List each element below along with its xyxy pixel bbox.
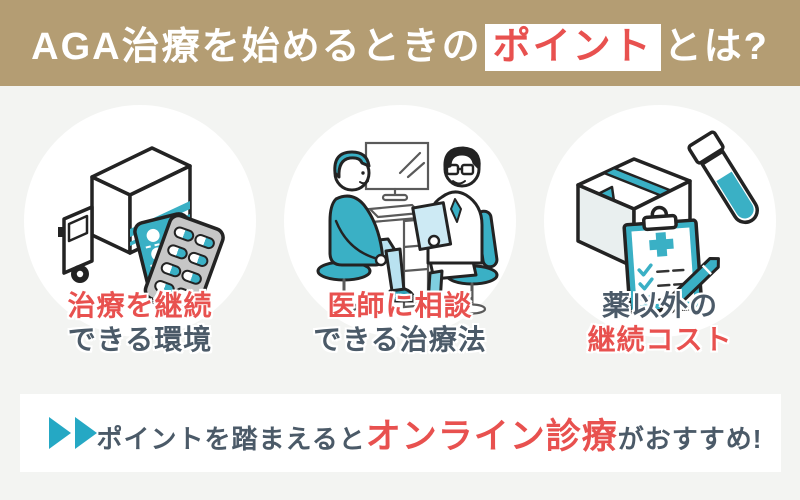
- doctor-figure: [411, 146, 499, 315]
- recommendation-tail: がおすすめ!: [617, 423, 763, 454]
- point-label-line1: 治療を継続: [67, 290, 213, 321]
- doctor-consultation-illustration: [316, 141, 499, 315]
- recommendation-lead: ポイントを踏まえると: [96, 423, 366, 454]
- test-tube-icon: [687, 130, 759, 224]
- double-chevron-right-icon: [46, 415, 102, 451]
- point-label-line1: 医師に相談: [327, 290, 473, 321]
- content-area: 治療を継続 できる環境 医師に相談 できる治療法 薬以外の 継続コスト ポイント…: [0, 86, 800, 500]
- point-card-doctor-consultation: [284, 105, 516, 337]
- point-label-line1: 薬以外の: [601, 290, 718, 321]
- title-prefix: AGA治療を始めるときの: [31, 25, 482, 68]
- point-label-line2: できる環境: [67, 324, 213, 355]
- recommendation-text: ポイントを踏まえるとオンライン診療がおすすめ!: [20, 408, 781, 459]
- header-band: AGA治療を始めるときのポイントとは?: [0, 0, 800, 86]
- recommendation-highlight: オンライン診療: [365, 416, 618, 456]
- patient-figure: [316, 150, 415, 313]
- point-label-ongoing-cost: 薬以外の 継続コスト: [530, 289, 790, 357]
- point-label-doctor-consultation: 医師に相談 できる治療法: [270, 289, 530, 357]
- truck-and-medicine-illustration: [58, 146, 225, 315]
- point-card-continuable-environment: [24, 105, 256, 337]
- pen-icon: [656, 257, 720, 319]
- point-label-line2: できる治療法: [313, 324, 487, 355]
- recommendation-banner: ポイントを踏まえるとオンライン診療がおすすめ!: [20, 394, 781, 472]
- point-card-ongoing-cost: [544, 105, 776, 337]
- title-highlight: ポイント: [484, 23, 661, 72]
- title-suffix: とは?: [663, 25, 769, 68]
- delivery-testkit-checklist-illustration: [576, 130, 759, 319]
- point-label-line2: 継続コスト: [587, 324, 733, 355]
- glasses-icon: [445, 163, 475, 176]
- point-label-continuable-environment: 治療を継続 できる環境: [10, 289, 270, 357]
- page-title: AGA治療を始めるときのポイントとは?: [31, 15, 769, 72]
- blister-pack-gray-icon: [143, 213, 225, 315]
